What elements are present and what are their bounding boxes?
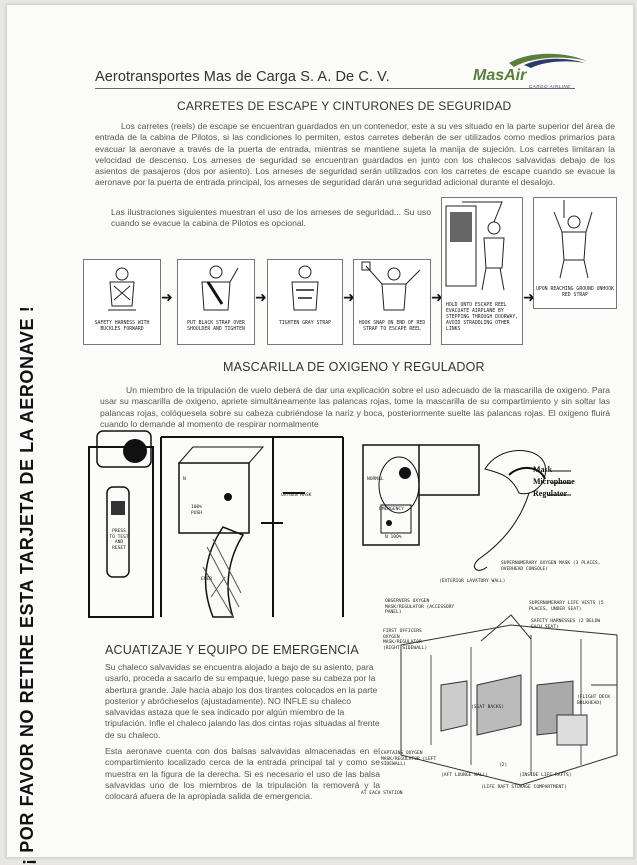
label-inside-life-rafts: (INSIDE LIFE RAFTS)	[519, 773, 572, 778]
label-first-officer-mask: FIRST OFFICERS OXYGEN MASK/REGULATOR (RI…	[383, 629, 428, 651]
mask-regulator-illustration: NORMAL EMERGENCY N 100% Mask Microphone …	[359, 435, 609, 585]
harness-step-3: TIGHTEN GRAY STRAP	[267, 259, 343, 345]
harness-note: Las ilustraciones siguientes muestran el…	[111, 207, 431, 229]
label-flight-deck: (FLIGHT DECK BULKHEAD)	[577, 695, 611, 706]
life-vest-paragraph: Su chaleco salvavidas se encuentra aloja…	[105, 662, 380, 740]
vertical-warning: ¡ POR FAVOR NO RETIRE ESTA TARJETA DE LA…	[17, 305, 37, 865]
harness-step-1-caption: SAFETY HARNESS WITH BUCKLES FORWARD	[94, 321, 150, 332]
label-aft-lounge: (AFT LOUNGE WALL)	[441, 773, 489, 778]
label-qty-2: (2)	[499, 763, 508, 768]
press-to-test-label: PRESS TO TEST AND RESET	[109, 529, 129, 551]
label-captains-mask: CAPTAINS OXYGEN MASK/REGULATOR (LEFT SID…	[381, 751, 437, 768]
cabin-equipment-illustration: SUPERNUMERARY OXYGEN MASK (3 PLACES, OVE…	[381, 555, 619, 805]
label-observers-mask: OBSERVERS OXYGEN MASK/REGULATOR (ACCESSO…	[385, 599, 455, 616]
mask-label: Mask	[533, 465, 553, 474]
escape-reels-paragraph: Los carretes (reels) de escape se encuen…	[95, 121, 615, 188]
label-seat-backs: (SEAT BACKS)	[471, 705, 505, 710]
section-title-escape-reels: CARRETES DE ESCAPE Y CINTURONES DE SEGUR…	[177, 99, 512, 113]
arrow-right-icon: ➜	[343, 289, 355, 305]
label-supernumerary-mask: SUPERNUMERARY OXYGEN MASK (3 PLACES, OVE…	[501, 561, 601, 572]
header-divider	[95, 88, 575, 89]
n-100-label: N 100%	[385, 535, 402, 540]
arrow-right-icon: ➜	[523, 289, 535, 305]
logo-subtext: CARGO AIRLINE	[529, 84, 571, 89]
logo-text: MasAir	[473, 67, 527, 84]
regulator-label: Regulator	[533, 489, 568, 498]
life-raft-paragraph: Esta aeronave cuenta con dos balsas salv…	[105, 746, 380, 802]
emergency-card: Aerotransportes Mas de Carga S. A. De C.…	[6, 4, 634, 865]
normal-label: NORMAL	[367, 477, 384, 482]
arrow-right-icon: ➜	[431, 289, 443, 305]
harness-step-6: UPON REACHING GROUND UNHOOK RED STRAP	[533, 197, 617, 309]
percent-push-label: 100% PUSH	[191, 505, 203, 516]
company-name: Aerotransportes Mas de Carga S. A. De C.…	[95, 69, 390, 85]
harness-step-1: SAFETY HARNESS WITH BUCKLES FORWARD	[83, 259, 161, 345]
microphone-label: Microphone	[533, 477, 575, 486]
section-title-ditching: ACUATIZAJE Y EQUIPO DE EMERGENCIA	[105, 643, 359, 657]
label-at-each-station: AT EACH STATION	[361, 791, 403, 796]
emergency-label: EMERGENCY	[379, 507, 404, 512]
emer-label: EMER	[201, 577, 213, 582]
label-life-raft-storage: (LIFE RAFT STORAGE COMPARTMENT)	[481, 785, 567, 790]
label-safety-harness: SAFETY HARNESSES (2 BELOW EACH SEAT)	[531, 619, 601, 630]
harness-step-3-caption: TIGHTEN GRAY STRAP	[279, 321, 331, 326]
oxygen-mask-paragraph: Un miembro de la tripulación de vuelo de…	[100, 385, 610, 429]
oxygen-mask-label: OXYGEN MASK	[281, 493, 312, 498]
harness-step-6-caption: UPON REACHING GROUND UNHOOK RED STRAP	[536, 287, 614, 298]
harness-step-5-caption: HOLD ONTO ESCAPE REEL EVACUATE AIRPLANE …	[446, 303, 519, 332]
arrow-right-icon: ➜	[255, 289, 267, 305]
harness-step-2-caption: PUT BLACK STRAP OVER SHOULDER AND TIGHTE…	[187, 321, 245, 332]
section-title-oxygen-mask: MASCARILLA DE OXIGENO Y REGULADOR	[223, 360, 485, 374]
arrow-right-icon: ➜	[161, 289, 173, 305]
harness-step-5: HOLD ONTO ESCAPE REEL EVACUATE AIRPLANE …	[441, 197, 523, 345]
oxygen-panel-illustration: PRESS TO TEST AND RESET N 100% PUSH OXYG…	[83, 427, 348, 627]
label-life-vests: SUPERNUMERARY LIFE VESTS (5 PLACES, UNDE…	[529, 601, 604, 612]
harness-step-4-caption: HOOK SNAP ON END OF RED STRAP TO ESCAPE …	[358, 321, 426, 332]
masair-logo: MasAir CARGO AIRLINE	[469, 53, 589, 93]
label-exterior-lavatory: (EXTERIOR LAVATORY WALL)	[439, 579, 506, 584]
n-label: N	[183, 477, 186, 482]
harness-step-4: HOOK SNAP ON END OF RED STRAP TO ESCAPE …	[353, 259, 431, 345]
harness-step-2: PUT BLACK STRAP OVER SHOULDER AND TIGHTE…	[177, 259, 255, 345]
